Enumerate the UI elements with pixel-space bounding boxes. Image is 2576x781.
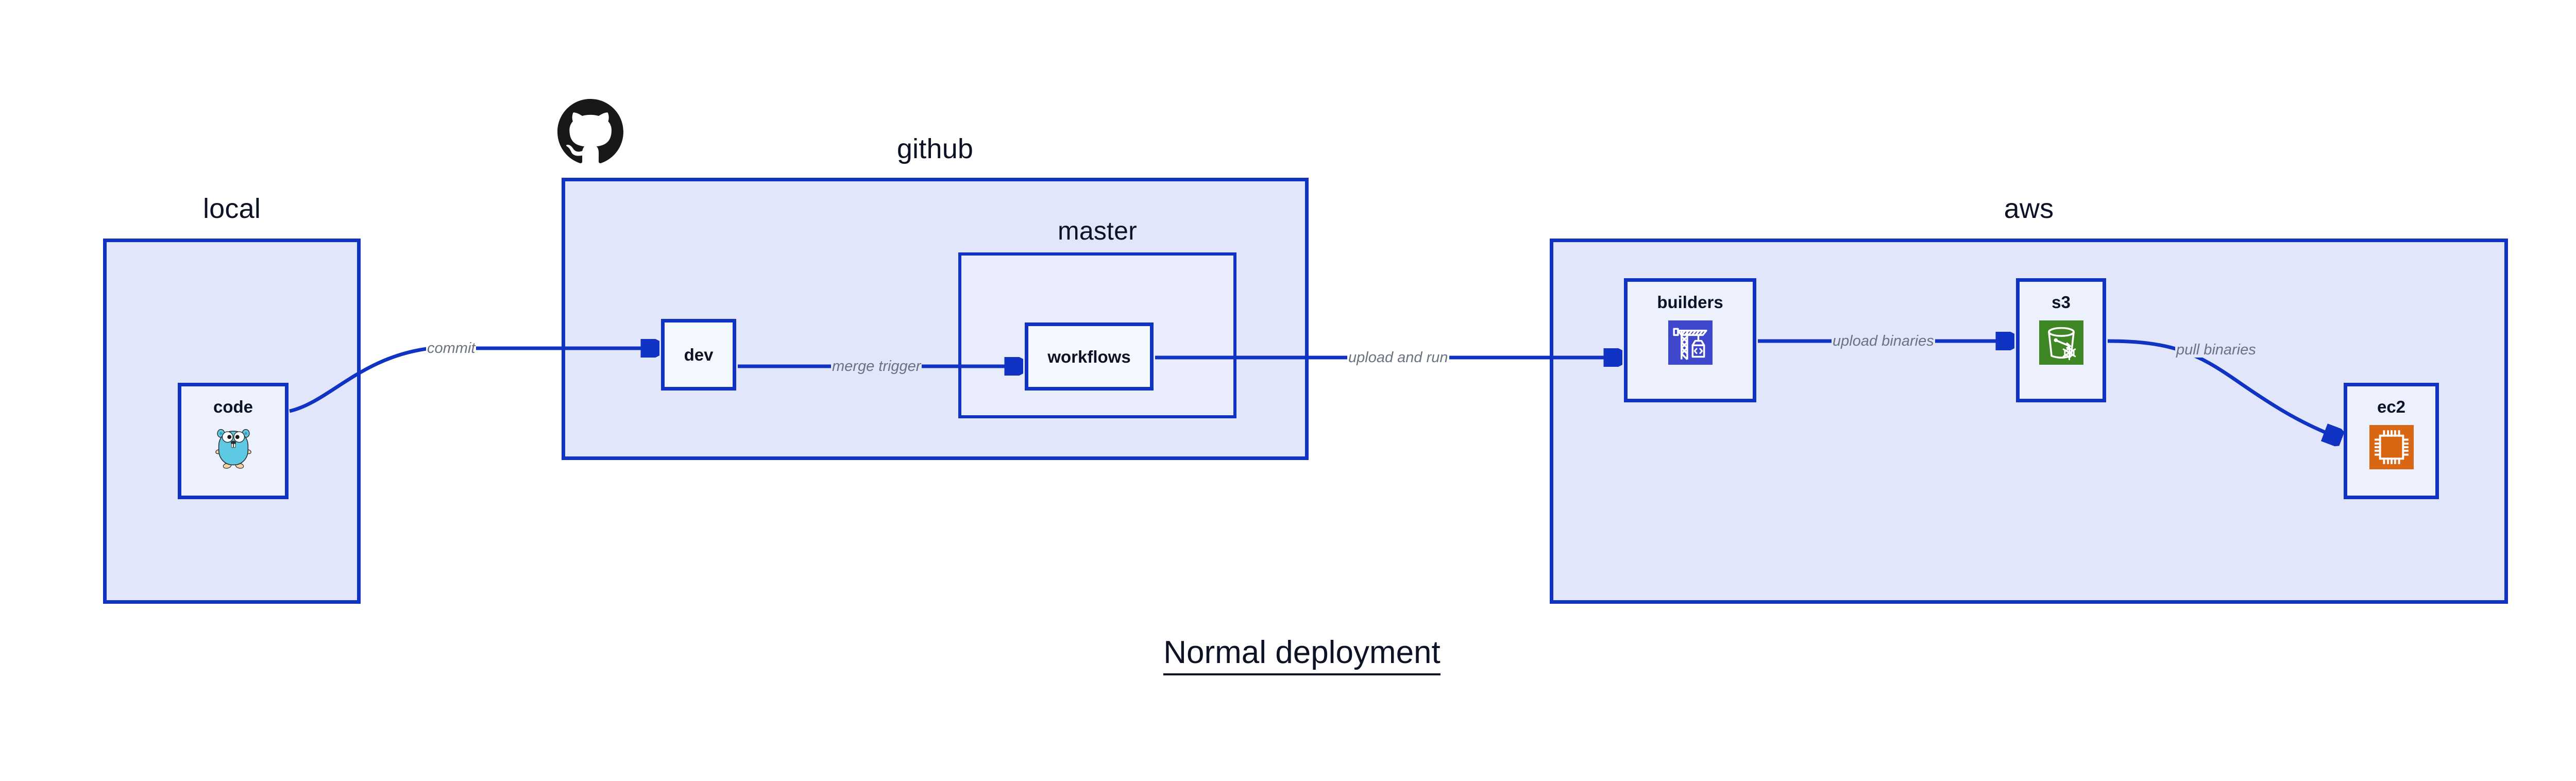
edge-label-commit: commit	[426, 340, 477, 356]
group-label-aws: aws	[2004, 193, 2054, 224]
edge-label-upload-and-run: upload and run	[1347, 349, 1449, 366]
diagram-title-text: Normal deployment	[1163, 635, 1440, 675]
go-gopher-icon	[215, 429, 251, 469]
node-code[interactable]: code	[178, 383, 289, 499]
node-s3[interactable]: s3	[2016, 278, 2106, 402]
group-label-master: master	[1057, 216, 1137, 245]
node-ec2[interactable]: ec2	[2344, 383, 2439, 499]
node-workflows[interactable]: workflows	[1025, 322, 1154, 390]
edge-label-merge-trigger: merge trigger	[831, 358, 922, 375]
node-label-dev: dev	[684, 345, 714, 364]
edge-label-upload-binaries: upload binaries	[1832, 333, 1935, 349]
aws-s3-glacier-bucket-icon	[2039, 320, 2083, 365]
node-label-s3: s3	[2052, 293, 2071, 312]
diagram-title: Normal deployment	[0, 635, 2576, 675]
group-label-github: github	[896, 133, 974, 164]
edge-label-pull-binaries: pull binaries	[2175, 342, 2257, 358]
node-label-builders: builders	[1657, 293, 1723, 312]
group-label-local: local	[202, 193, 261, 224]
node-label-ec2: ec2	[2377, 397, 2406, 416]
node-label-workflows: workflows	[1047, 347, 1131, 366]
aws-codebuild-crane-icon	[1668, 320, 1713, 365]
github-octocat-icon	[557, 99, 623, 163]
node-builders[interactable]: builders	[1624, 278, 1756, 402]
aws-ec2-chip-icon	[2369, 425, 2414, 469]
node-label-code: code	[213, 397, 253, 416]
node-dev[interactable]: dev	[661, 319, 736, 390]
